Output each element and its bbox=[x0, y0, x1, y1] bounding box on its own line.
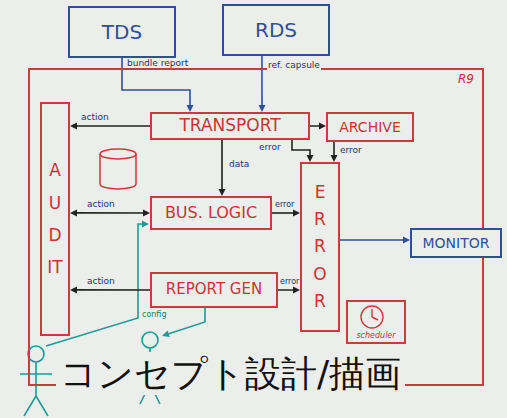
arrow-head bbox=[70, 123, 77, 130]
connector bbox=[218, 140, 225, 196]
node-label: ERROR bbox=[312, 179, 329, 315]
process-box: BUS. LOGIC bbox=[150, 196, 272, 230]
process-box: ARCHIVE bbox=[326, 112, 414, 142]
connector bbox=[258, 56, 265, 112]
node-label: RDS bbox=[255, 19, 297, 42]
connector bbox=[70, 209, 150, 216]
arrow-head bbox=[187, 105, 194, 112]
arrow-head bbox=[330, 155, 337, 162]
wire-label: config bbox=[142, 311, 166, 319]
clock-hands bbox=[372, 309, 378, 320]
edge-label: ref. capsule bbox=[267, 61, 321, 70]
clock-icon bbox=[348, 302, 396, 332]
edge-label: action bbox=[86, 277, 116, 286]
connector-line bbox=[221, 140, 223, 191]
arrow-head bbox=[293, 210, 300, 217]
process-box: TRANSPORT bbox=[150, 112, 310, 140]
process-column: AUDIT bbox=[40, 102, 70, 336]
arrow-head bbox=[70, 209, 77, 216]
report-wire bbox=[162, 308, 205, 337]
arrow-head bbox=[218, 189, 225, 196]
node-label: MONITOR bbox=[423, 235, 490, 251]
node-label: REPORT GEN bbox=[166, 281, 262, 298]
node-label: TRANSPORT bbox=[179, 116, 280, 136]
connector bbox=[330, 142, 337, 162]
connector-line bbox=[122, 58, 190, 107]
connector-line bbox=[261, 56, 263, 107]
caption: コンセプト設計/描画 bbox=[56, 352, 405, 395]
connector-line bbox=[75, 125, 150, 127]
connector bbox=[70, 286, 150, 293]
arrow-head bbox=[319, 123, 326, 130]
system-box: RDS bbox=[222, 4, 330, 56]
edge-label: error bbox=[258, 143, 282, 152]
node-label: BUS. LOGIC bbox=[165, 204, 257, 222]
node-label: ARCHIVE bbox=[339, 119, 400, 135]
connector bbox=[278, 287, 300, 294]
connector-line bbox=[278, 289, 295, 291]
connector-line bbox=[292, 140, 310, 157]
clock-face bbox=[361, 306, 383, 328]
edge-label: bundle report bbox=[126, 59, 189, 68]
edge-label: action bbox=[86, 200, 116, 209]
edge-label: error bbox=[279, 278, 300, 286]
edge-label: error bbox=[274, 201, 295, 209]
edge-label: data bbox=[228, 160, 250, 169]
connector bbox=[272, 210, 300, 217]
connector-line bbox=[333, 142, 335, 157]
stick-figure-user bbox=[20, 346, 52, 416]
node-label: AUDIT bbox=[47, 154, 64, 283]
system-box: TDS bbox=[68, 6, 176, 58]
system-box: MONITOR bbox=[410, 228, 502, 258]
connector-line bbox=[75, 289, 150, 291]
node-label: scheduler bbox=[348, 331, 404, 340]
connector-line bbox=[340, 239, 405, 241]
arrow-head bbox=[70, 286, 77, 293]
connector bbox=[310, 123, 326, 130]
connector-line bbox=[272, 212, 295, 214]
arrow-head bbox=[293, 287, 300, 294]
arrow-head bbox=[143, 209, 150, 216]
process-box: REPORT GEN bbox=[150, 272, 278, 308]
edge-label: action bbox=[80, 113, 110, 122]
arrow-head bbox=[403, 237, 410, 244]
connector bbox=[292, 140, 314, 162]
connector-line bbox=[75, 212, 145, 214]
edge-label: error bbox=[339, 146, 363, 155]
node-label: TDS bbox=[102, 21, 142, 44]
connector bbox=[340, 237, 410, 244]
arrow-head bbox=[307, 155, 314, 162]
scheduler-box: scheduler bbox=[346, 300, 406, 344]
connector bbox=[70, 123, 150, 130]
database-cylinder bbox=[100, 149, 136, 189]
node-label: R9 bbox=[458, 73, 474, 87]
connector bbox=[122, 58, 194, 112]
arrow-head bbox=[258, 105, 265, 112]
process-column: ERROR bbox=[300, 162, 340, 332]
